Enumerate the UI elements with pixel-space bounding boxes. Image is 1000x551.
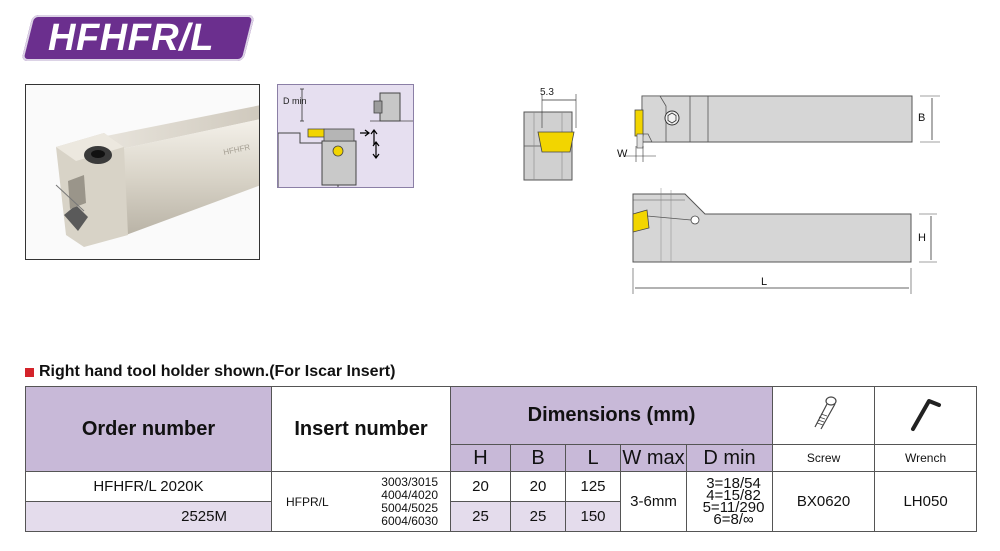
insert-number-cell: HFPR/L 3003/3015 4004/4020 5004/5025 600… — [271, 471, 451, 532]
wrench-icon-cell — [874, 386, 978, 445]
screw-cell: BX0620 — [772, 471, 876, 532]
header-order-number: Order number — [25, 386, 272, 472]
header-insert-number: Insert number — [271, 386, 451, 472]
insert-detail-diagram: D min — [277, 84, 414, 188]
header-wrench: Wrench — [874, 444, 978, 472]
dim-l-label: L — [761, 276, 768, 288]
bullet-icon — [25, 367, 34, 377]
product-photo: HFHFR — [25, 84, 260, 260]
insert-series: HFPR/L — [286, 494, 329, 509]
dim-b-label: B — [918, 112, 926, 124]
spec-table: Order number Insert number Dimensions (m… — [25, 386, 978, 532]
insert-code: 3003/3015 — [381, 474, 438, 489]
insert-code: 5004/5025 — [381, 500, 438, 515]
b-cell: 20 — [510, 471, 566, 502]
tool-holder-photo: HFHFR — [55, 105, 259, 247]
section-heading-text: Right hand tool holder shown.(For Iscar … — [39, 363, 396, 380]
header-b: B — [510, 444, 566, 472]
page-title: HFHFR/L — [48, 17, 215, 59]
dmin-label: D min — [283, 96, 307, 106]
screw-icon-cell — [772, 386, 876, 445]
dim-w-label: W — [617, 148, 628, 160]
dmin-value: 5=11/290 — [702, 498, 765, 516]
header-wmax: W max — [620, 444, 687, 472]
insert-end-view-drawing: 5.3 — [523, 87, 577, 181]
insert-code: 6004/6030 — [381, 513, 438, 528]
width-53-label: 5.3 — [540, 87, 554, 98]
table-row: 2525M 25 25 150 — [25, 501, 977, 532]
order-number-cell: 2525M — [25, 501, 272, 532]
b-cell: 25 — [510, 501, 566, 532]
insert-code: 4004/4020 — [381, 487, 438, 502]
dmin-value: 4=15/82 — [706, 486, 761, 504]
hex-wrench-icon — [910, 399, 941, 431]
insert-code-list: 3003/3015 4004/4020 5004/5025 6004/6030 — [381, 474, 450, 528]
header-h: H — [450, 444, 511, 472]
header-screw: Screw — [772, 444, 876, 472]
header-dimensions: Dimensions (mm) — [449, 386, 774, 445]
dmin-value: 3=18/54 — [706, 474, 761, 492]
screw-icon — [814, 396, 837, 430]
wrench-cell: LH050 — [874, 471, 978, 532]
dmin-cell: 3=18/54 4=15/82 5=11/290 6=8/∞ — [685, 471, 774, 532]
dim-h-label: H — [918, 232, 926, 244]
section-heading: Right hand tool holder shown.(For Iscar … — [25, 362, 395, 382]
l-cell: 125 — [565, 471, 621, 502]
h-cell: 25 — [450, 501, 511, 532]
dmin-value: 6=8/∞ — [713, 510, 754, 528]
header-dmin: D min — [685, 444, 774, 472]
table-row: HFHFR/L 2020K HFPR/L 3003/3015 4004/4020… — [25, 471, 978, 532]
wmax-cell: 3-6mm — [620, 471, 687, 532]
side-view-drawing — [632, 188, 937, 294]
h-cell: 20 — [450, 471, 511, 502]
order-number-cell: HFHFR/L 2020K — [25, 471, 272, 502]
top-view-drawing — [624, 95, 940, 162]
header-l: L — [565, 444, 621, 472]
l-cell: 150 — [565, 501, 621, 532]
